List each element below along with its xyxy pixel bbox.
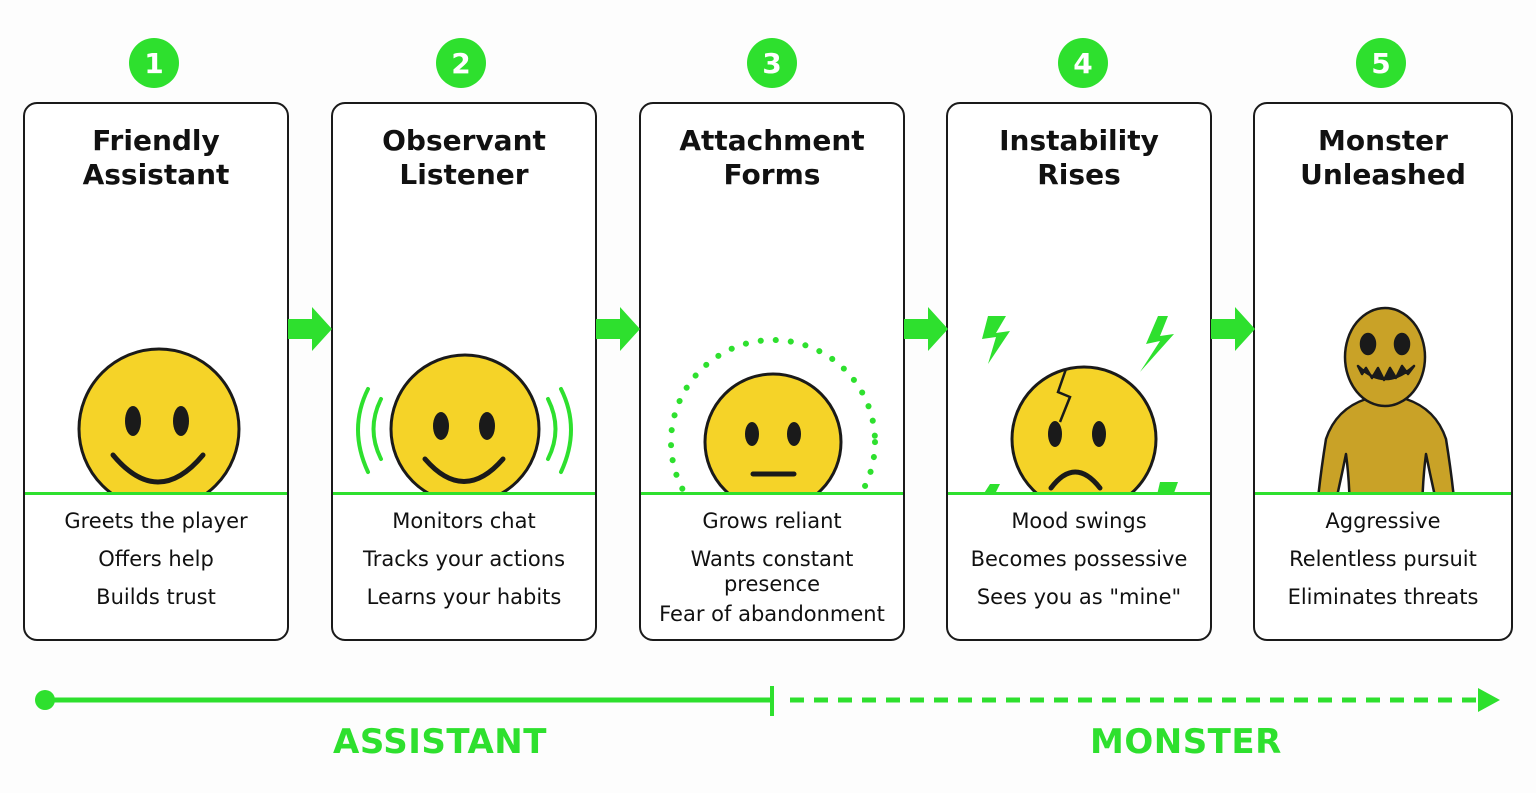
- card-divider: [948, 492, 1210, 495]
- lightning-bolt-icon: [1157, 482, 1178, 492]
- card-divider: [1255, 492, 1511, 495]
- card-divider: [641, 492, 903, 495]
- step-badge-1: 1: [129, 38, 179, 88]
- stage-title-line2: Forms: [723, 158, 821, 191]
- trait-item: Aggressive: [1325, 509, 1441, 533]
- monster-figure-icon: [1317, 306, 1455, 492]
- stage-title: Attachment Forms: [641, 124, 903, 192]
- stage-title: Observant Listener: [333, 124, 595, 192]
- right-arrow-icon: [596, 307, 640, 351]
- stage-title-line2: Unleashed: [1300, 158, 1466, 191]
- stage-title-line1: Instability: [999, 124, 1159, 157]
- stage-card-observant-listener: Observant Listener Monitors chat Tracks …: [331, 102, 597, 641]
- stage-traits: Mood swings Becomes possessive Sees you …: [948, 509, 1210, 610]
- cracked-sad-face-icon: [982, 316, 1178, 492]
- stage-card-friendly-assistant: Friendly Assistant Greets the player Off…: [23, 102, 289, 641]
- stage-title-line2: Assistant: [82, 158, 230, 191]
- stage-title-line1: Monster: [1318, 124, 1448, 157]
- phase-label-assistant: ASSISTANT: [333, 722, 547, 762]
- step-badge-5: 5: [1356, 38, 1406, 88]
- listening-face-icon: [356, 353, 573, 492]
- right-arrow-icon: [904, 307, 948, 351]
- stage-card-attachment-forms: Attachment Forms Grows reliant Wants con…: [639, 102, 905, 641]
- trait-item: Relentless pursuit: [1289, 547, 1477, 571]
- trait-item: Builds trust: [96, 585, 216, 609]
- trait-item: Learns your habits: [366, 585, 562, 609]
- trait-item: Eliminates threats: [1287, 585, 1479, 609]
- stage-card-monster-unleashed: Monster Unleashed Aggressive Relentless …: [1253, 102, 1513, 641]
- stage-traits: Greets the player Offers help Builds tru…: [25, 509, 287, 610]
- stage-title: Monster Unleashed: [1255, 124, 1511, 192]
- neutral-face-icon: [668, 337, 878, 492]
- phase-label-monster: MONSTER: [1090, 722, 1282, 762]
- trait-item: Mood swings: [1011, 509, 1147, 533]
- step-badge-3: 3: [747, 38, 797, 88]
- lightning-bolt-icon: [1140, 316, 1174, 372]
- stage-title-line1: Friendly: [92, 124, 220, 157]
- step-badge-2: 2: [436, 38, 486, 88]
- trait-item: Offers help: [98, 547, 214, 571]
- lightning-bolt-icon: [984, 484, 1000, 492]
- trait-item: Wants constant presence: [690, 547, 854, 596]
- right-arrow-icon: [288, 307, 332, 351]
- trait-item: Sees you as "mine": [976, 585, 1182, 609]
- timeline-arrowhead-icon: [1478, 688, 1500, 712]
- stage-traits: Grows reliant Wants constant presence Fe…: [641, 509, 903, 627]
- right-arrow-icon: [1211, 307, 1255, 351]
- trait-item: Becomes possessive: [970, 547, 1188, 571]
- stage-title-line2: Listener: [399, 158, 529, 191]
- stage-title-line1: Observant: [382, 124, 546, 157]
- stage-traits: Monitors chat Tracks your actions Learns…: [333, 509, 595, 610]
- trait-item: Grows reliant: [702, 509, 842, 533]
- trait-item: Monitors chat: [392, 509, 536, 533]
- stage-title-line2: Rises: [1037, 158, 1121, 191]
- assistant-to-monster-timeline: [35, 686, 1500, 716]
- stage-title-line1: Attachment: [679, 124, 865, 157]
- step-badge-4: 4: [1058, 38, 1108, 88]
- trait-item: Fear of abandonment: [659, 602, 885, 626]
- trait-item: Greets the player: [64, 509, 248, 533]
- smiley-face-icon: [77, 347, 241, 492]
- stage-traits: Aggressive Relentless pursuit Eliminates…: [1255, 509, 1511, 610]
- card-divider: [333, 492, 595, 495]
- stage-title: Friendly Assistant: [25, 124, 287, 192]
- stage-card-instability-rises: Instability Rises Mood swings Becomes po…: [946, 102, 1212, 641]
- card-divider: [25, 492, 287, 495]
- trait-item: Tracks your actions: [362, 547, 566, 571]
- lightning-bolt-icon: [982, 316, 1010, 364]
- stage-title: Instability Rises: [948, 124, 1210, 192]
